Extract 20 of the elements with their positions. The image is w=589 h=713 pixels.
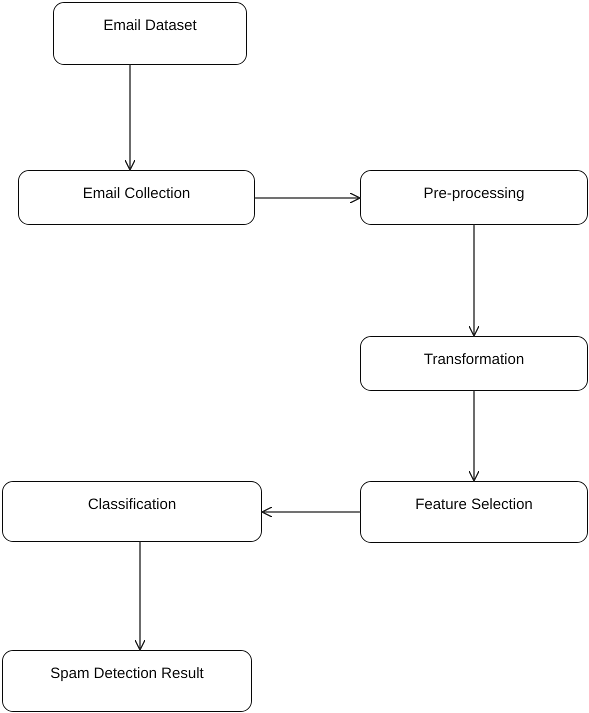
process-box [53, 2, 247, 65]
arrow [468, 391, 480, 482]
box-label: Transformation [424, 351, 524, 369]
box-label: Pre-processing [424, 185, 524, 203]
arrow [124, 65, 136, 171]
process-box [2, 650, 252, 712]
process-box [2, 481, 262, 542]
process-box [360, 481, 588, 543]
arrow [134, 542, 146, 651]
process-box [360, 170, 588, 225]
arrow [261, 506, 360, 518]
box-label: Classification [88, 496, 176, 514]
arrow [255, 192, 361, 204]
arrow [468, 225, 480, 337]
box-label: Email Dataset [103, 17, 197, 35]
process-box [18, 170, 255, 225]
box-label: Spam Detection Result [50, 665, 204, 683]
box-label: Feature Selection [415, 496, 533, 514]
process-box [360, 336, 588, 391]
box-label: Email Collection [82, 185, 190, 203]
